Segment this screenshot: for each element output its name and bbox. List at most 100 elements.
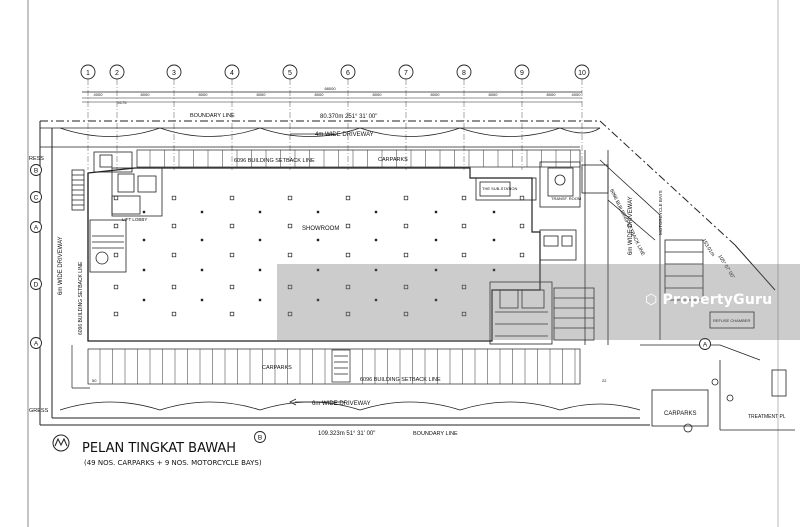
column <box>345 195 351 201</box>
column <box>142 268 146 272</box>
column <box>492 238 496 242</box>
grid-label: 10 <box>578 70 586 77</box>
column <box>403 311 409 317</box>
driveway-label-bottom: 6m WIDE DRIVEWAY <box>312 401 371 407</box>
column <box>287 311 293 317</box>
bottom-carpark-strip <box>71 345 581 389</box>
column <box>403 284 409 290</box>
setback-line-label-left: 6096 BUILDING SETBACK LINE <box>78 261 84 335</box>
column <box>374 210 378 214</box>
grid-label: 9 <box>520 70 524 77</box>
column <box>200 268 204 272</box>
column <box>229 223 235 229</box>
showroom-label: SHOWROOM <box>302 226 339 232</box>
column <box>171 311 177 317</box>
column <box>403 223 409 229</box>
grid-bubble-9: 9 <box>514 64 530 170</box>
grid-bubble-7: 7 <box>398 64 414 170</box>
column <box>461 311 467 317</box>
grid-bubble-6: 6 <box>340 64 356 170</box>
column <box>113 311 119 317</box>
column <box>316 238 320 242</box>
column <box>229 284 235 290</box>
top-dimension-string <box>82 91 582 103</box>
column <box>258 210 262 214</box>
column <box>345 223 351 229</box>
column <box>229 252 235 258</box>
showroom-building <box>87 167 541 342</box>
column <box>142 238 146 242</box>
section-marker-B: B <box>30 164 42 176</box>
grid-label: 8 <box>462 70 466 77</box>
carparks-lot-label: CARPARKS <box>664 411 697 417</box>
lift-core <box>71 151 163 273</box>
grid-label: 3 <box>172 70 176 77</box>
section-marker-label: A <box>34 225 39 232</box>
section-marker-A: A <box>699 338 711 350</box>
carparks-label-bottom: CARPARKS <box>262 365 292 371</box>
carparks-label-top: CARPARKS <box>378 157 408 163</box>
section-marker-C: C <box>30 191 42 203</box>
egress-label: GRESS <box>29 408 49 414</box>
grid-label: 1 <box>86 70 90 77</box>
column <box>519 252 525 258</box>
watermark-band <box>277 264 800 340</box>
drawing-title: PELAN TINGKAT BAWAH <box>82 441 236 456</box>
grid-bubble-4: 4 <box>224 64 240 170</box>
column <box>374 238 378 242</box>
column <box>434 268 438 272</box>
driveway-label-top: 4m WIDE DRIVEWAY <box>315 132 374 138</box>
driveway-label-left: 6m WIDE DRIVEWAY <box>58 236 64 295</box>
section-marker-label: A <box>34 341 39 348</box>
column <box>403 195 409 201</box>
column <box>345 284 351 290</box>
column <box>287 284 293 290</box>
grid-label: 4 <box>230 70 234 77</box>
column <box>434 238 438 242</box>
section-marker-D: D <box>30 278 42 290</box>
column <box>142 210 146 214</box>
dimension-label: 68000 <box>324 86 336 91</box>
grid-label: 7 <box>404 70 408 77</box>
column <box>113 284 119 290</box>
treatment-label: TREATMENT PL <box>748 414 786 420</box>
refuse-chamber-label: REFUSE CHAMBER <box>713 318 750 323</box>
column <box>287 223 293 229</box>
column <box>345 252 351 258</box>
grid-bubble-1: 1 <box>80 64 96 170</box>
dimension-label: 8000 <box>547 92 557 97</box>
grid-label: 5 <box>288 70 292 77</box>
column <box>374 298 378 302</box>
section-marker-label: C <box>34 195 39 202</box>
watermark-text: PropertyGuru <box>662 292 773 308</box>
section-marker-B: B <box>254 431 266 443</box>
column <box>113 252 119 258</box>
column <box>461 195 467 201</box>
column <box>461 284 467 290</box>
bottom-driveway <box>59 398 641 411</box>
lower-right-lot <box>651 360 795 433</box>
column <box>434 298 438 302</box>
boundary-line-label-bottom: BOUNDARY LINE <box>413 431 458 437</box>
column <box>519 195 525 201</box>
column <box>287 252 293 258</box>
column <box>492 268 496 272</box>
right-driveway <box>584 150 761 361</box>
section-marker-A: A <box>30 221 42 233</box>
column <box>258 238 262 242</box>
services-block <box>475 161 609 345</box>
column <box>171 252 177 258</box>
dimension-label: 4000 <box>572 92 582 97</box>
column <box>287 195 293 201</box>
dimension-label: 8000 <box>141 92 151 97</box>
column <box>461 252 467 258</box>
motorcycle-bays-label: MOTORCYCLE BAYS <box>658 190 663 235</box>
column <box>200 238 204 242</box>
top-driveway <box>40 127 601 148</box>
stall-number-end: 22 <box>602 378 607 383</box>
drawing-title-block: PELAN TINGKAT BAWAH (49 NOS. CARPARKS + … <box>52 434 262 467</box>
section-marker-label: B <box>258 435 262 442</box>
grid-bubble-3: 3 <box>166 64 182 170</box>
setback-line-label-bottom: 6096 BUILDING SETBACK LINE <box>360 377 441 383</box>
column <box>316 268 320 272</box>
